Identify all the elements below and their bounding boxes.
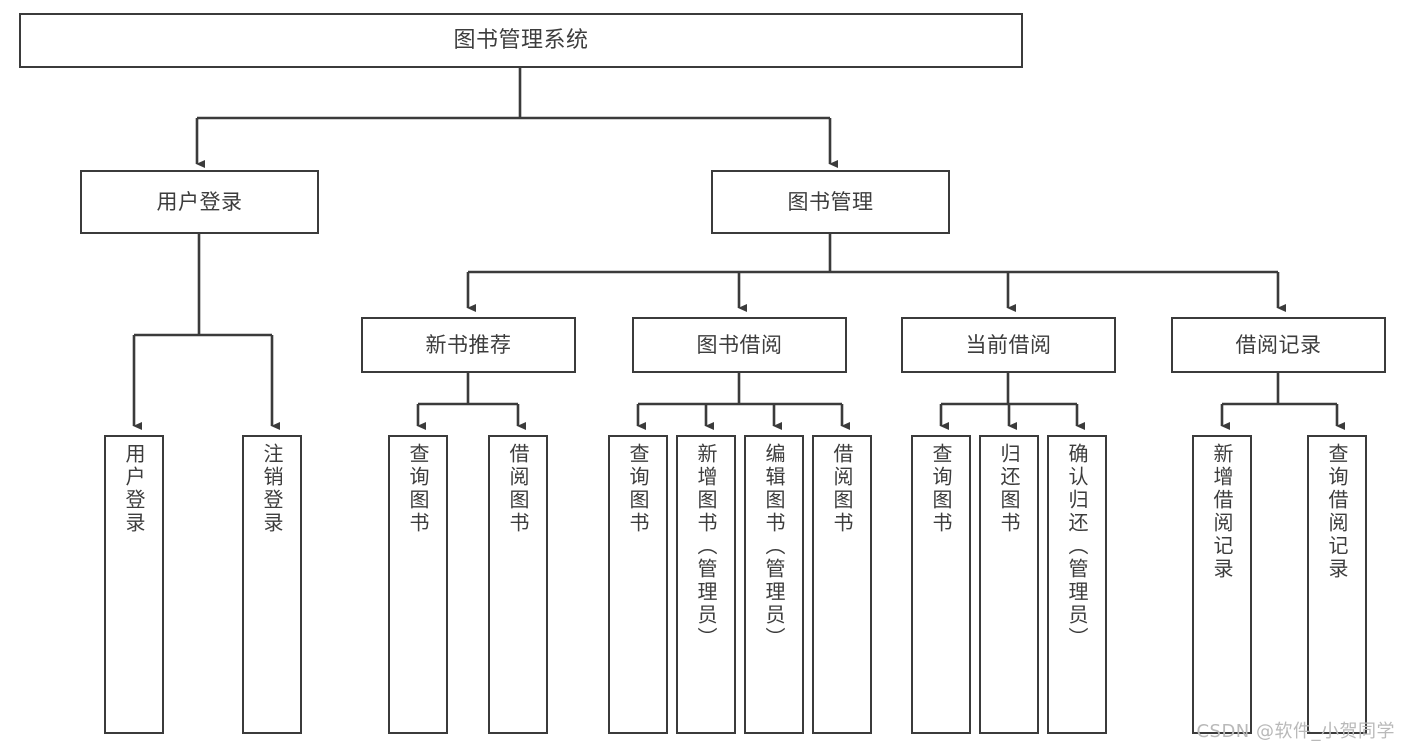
node-label: 注销登录 [260,443,284,535]
node-label: 查询图书 [929,443,953,535]
node-label: 查询图书 [626,443,650,535]
node-user-login[interactable]: 用户登录 [80,170,319,234]
leaf-query-book-borrow[interactable]: 查询图书 [608,435,668,734]
node-label: 图书借阅 [696,332,783,357]
node-root-book-management-system[interactable]: 图书管理系统 [19,13,1023,68]
leaf-query-book-recommend[interactable]: 查询图书 [388,435,448,734]
node-new-book-recommendation[interactable]: 新书推荐 [361,317,576,373]
leaf-add-borrow-record[interactable]: 新增借阅记录 [1192,435,1252,734]
node-label: 编辑图书（管理员） [762,443,786,650]
leaf-logout[interactable]: 注销登录 [242,435,302,734]
node-label: 归还图书 [997,443,1021,535]
node-current-borrowing[interactable]: 当前借阅 [901,317,1116,373]
leaf-query-borrow-record[interactable]: 查询借阅记录 [1307,435,1367,734]
node-book-borrowing[interactable]: 图书借阅 [632,317,847,373]
leaf-borrow-book-recommend[interactable]: 借阅图书 [488,435,548,734]
node-label: 新书推荐 [425,332,512,357]
node-label: 借阅图书 [830,443,854,535]
node-label: 确认归还（管理员） [1065,443,1089,650]
node-book-management[interactable]: 图书管理 [711,170,950,234]
leaf-edit-book-admin[interactable]: 编辑图书（管理员） [744,435,804,734]
node-label: 查询借阅记录 [1325,443,1349,581]
leaf-confirm-return-admin[interactable]: 确认归还（管理员） [1047,435,1107,734]
node-label: 借阅记录 [1235,332,1322,357]
leaf-borrow-book[interactable]: 借阅图书 [812,435,872,734]
node-label: 用户登录 [122,443,146,535]
node-label: 新增图书（管理员） [694,443,718,650]
node-label: 查询图书 [406,443,430,535]
node-label: 当前借阅 [965,332,1052,357]
leaf-query-book-current[interactable]: 查询图书 [911,435,971,734]
node-borrowing-record[interactable]: 借阅记录 [1171,317,1386,373]
node-label: 图书管理系统 [453,27,589,53]
csdn-watermark: CSDN @软件_小贺同学 [1196,721,1395,742]
leaf-add-book-admin[interactable]: 新增图书（管理员） [676,435,736,734]
node-label: 新增借阅记录 [1210,443,1234,581]
node-label: 用户登录 [156,189,243,214]
leaf-return-book[interactable]: 归还图书 [979,435,1039,734]
leaf-user-login[interactable]: 用户登录 [104,435,164,734]
node-label: 图书管理 [787,189,874,214]
node-label: 借阅图书 [506,443,530,535]
